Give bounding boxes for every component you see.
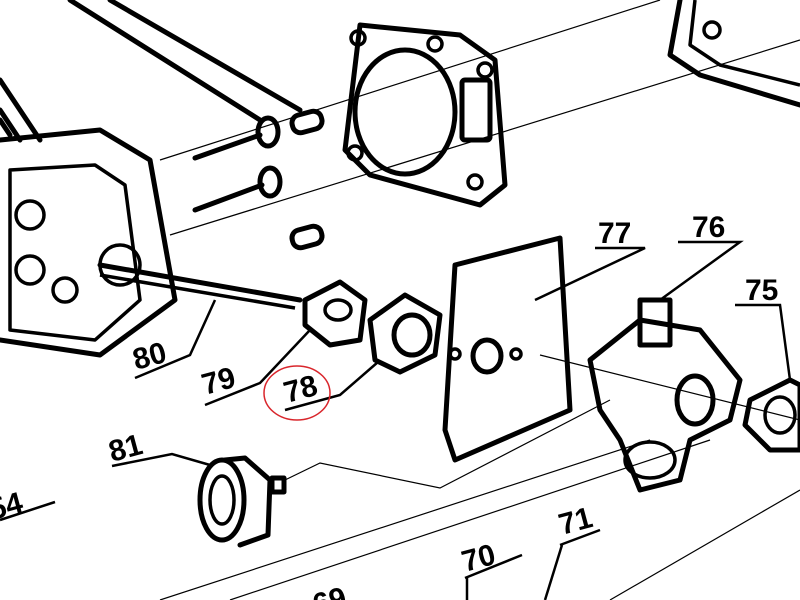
leader-lines xyxy=(0,240,792,600)
cylinder-head-part xyxy=(0,0,303,358)
part-label-69: 69 xyxy=(309,581,350,600)
part-label-71: 71 xyxy=(555,501,596,542)
part-label-81: 81 xyxy=(105,428,146,469)
part-label-76: 76 xyxy=(692,211,725,244)
carb-gasket-part xyxy=(742,377,800,453)
part-label-75: 75 xyxy=(745,274,778,307)
valve-parts xyxy=(192,108,325,251)
cap-part xyxy=(197,455,287,548)
part-label-78: 78 xyxy=(280,369,321,410)
gasket-top-right-part xyxy=(667,0,800,108)
insulator-part xyxy=(367,292,443,375)
part-label-77: 77 xyxy=(598,217,631,250)
part-label-80: 80 xyxy=(129,336,170,377)
carburetor-part xyxy=(587,297,743,493)
head-gasket-part xyxy=(342,22,508,208)
push-rod-part xyxy=(97,262,303,310)
part-label-79: 79 xyxy=(198,361,239,402)
highlight-circle xyxy=(263,365,331,421)
part-label-54: 54 xyxy=(0,486,27,527)
intake-gasket-part xyxy=(302,279,368,348)
plate-part xyxy=(442,235,573,463)
part-label-70: 70 xyxy=(458,538,499,579)
